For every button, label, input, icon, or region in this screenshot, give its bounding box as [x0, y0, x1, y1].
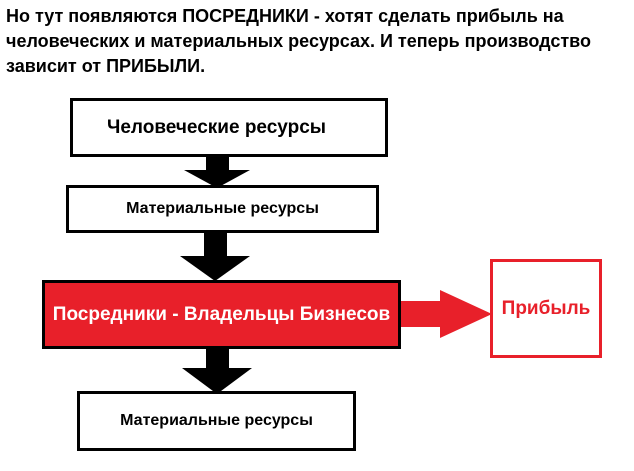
intro-text: Но тут появляются ПОСРЕДНИКИ - хотят сде… [6, 6, 591, 76]
human-resources-label: Человеческие ресурсы [107, 116, 327, 138]
down-arrow-1 [184, 157, 250, 188]
intermediaries-box: Посредники - Владельцы Бизнесов [42, 280, 401, 349]
profit-label: Прибыль [501, 297, 591, 319]
material-resources-bottom-label: Материальные ресурсы [120, 412, 313, 429]
down-arrow-3 [182, 349, 252, 394]
human-resources-box: Человеческие ресурсы [70, 98, 388, 157]
intermediaries-label: Посредники - Владельцы Бизнесов [52, 303, 391, 325]
right-arrow-profit [401, 290, 492, 338]
down-arrow-2 [180, 233, 250, 281]
material-resources-top-label: Материальные ресурсы [126, 200, 319, 217]
profit-box: Прибыль [490, 259, 602, 358]
material-resources-top-box: Материальные ресурсы [66, 185, 379, 233]
material-resources-bottom-box: Материальные ресурсы [77, 391, 356, 451]
